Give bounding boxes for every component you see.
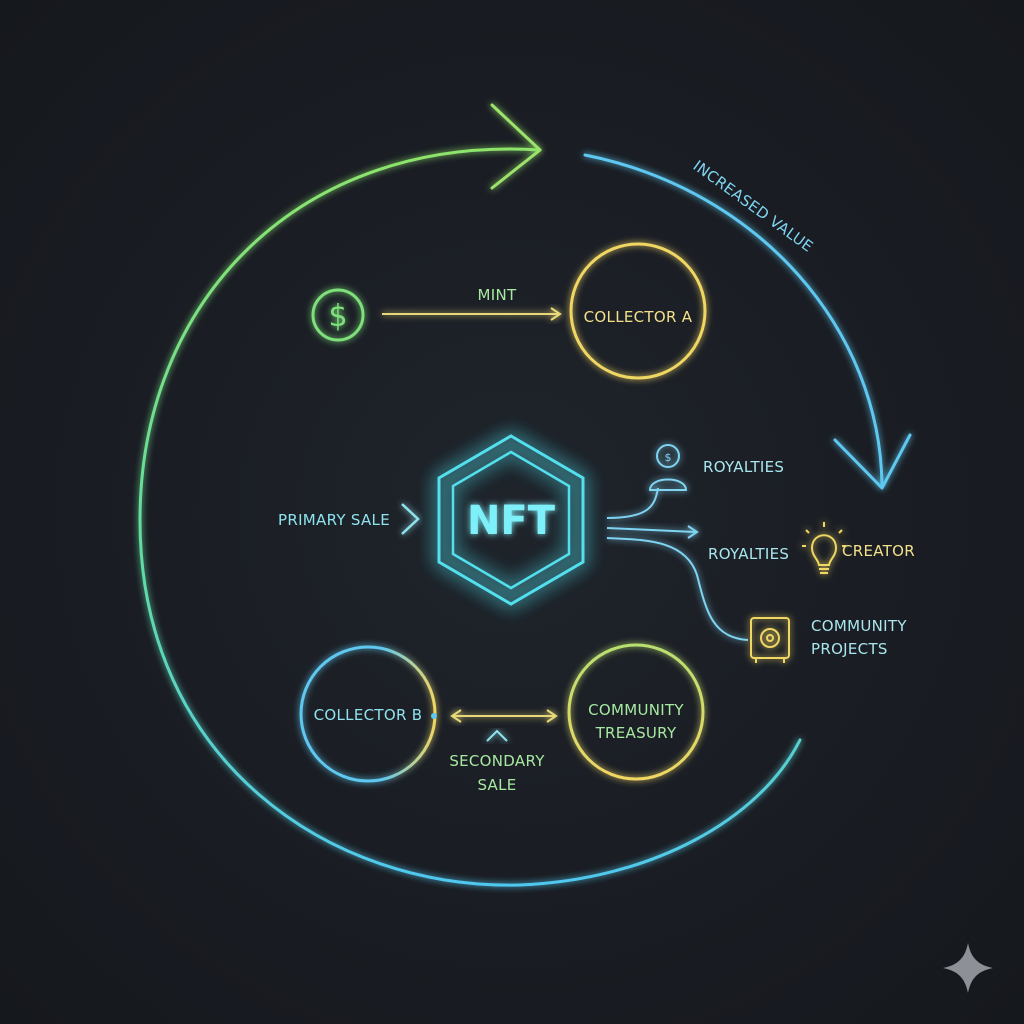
secondary-sale-label-2: SALE (477, 776, 516, 794)
community-projects-label-1: COMMUNITY (811, 617, 907, 635)
royalties-top-label: ROYALTIES (703, 458, 784, 476)
collector-a-label: COLLECTOR A (584, 308, 693, 326)
community-treasury-label-2: TREASURY (595, 724, 677, 742)
royalty-flow-lines (606, 487, 749, 641)
collector-a-node (569, 242, 707, 380)
secondary-sale-arrow (450, 709, 558, 723)
creator-avatar-icon: $ (648, 444, 688, 491)
primary-sale-label: PRIMARY SALE (278, 511, 390, 529)
community-projects-label-2: PROJECTS (811, 640, 888, 658)
creator-label: CREATOR (842, 542, 915, 560)
increased-value-label: INCREASED VALUE (690, 157, 817, 256)
increased-value-arrow (583, 153, 912, 490)
secondary-sale-label-1: SECONDARY (449, 752, 545, 770)
svg-text:$: $ (665, 451, 672, 464)
nft-label: NFT (467, 498, 556, 544)
dollar-coin-icon: $ (311, 288, 365, 342)
royalties-mid-label: ROYALTIES (708, 545, 789, 563)
coin-symbol: $ (328, 299, 347, 334)
primary-sale-chevron (401, 503, 420, 535)
collector-b-label: COLLECTOR B (314, 706, 423, 724)
mint-arrow (382, 307, 562, 321)
community-treasury-node (567, 643, 705, 781)
collector-b-dot (431, 713, 437, 719)
secondary-sale-caret-icon (486, 729, 508, 742)
lightbulb-icon (802, 522, 846, 574)
sparkle-icon (943, 943, 993, 993)
safe-vault-icon (750, 617, 790, 663)
mint-label: MINT (478, 286, 517, 304)
community-treasury-label-1: COMMUNITY (588, 701, 684, 719)
outer-loop-arrow (138, 103, 802, 887)
nft-hexagon (437, 434, 585, 606)
